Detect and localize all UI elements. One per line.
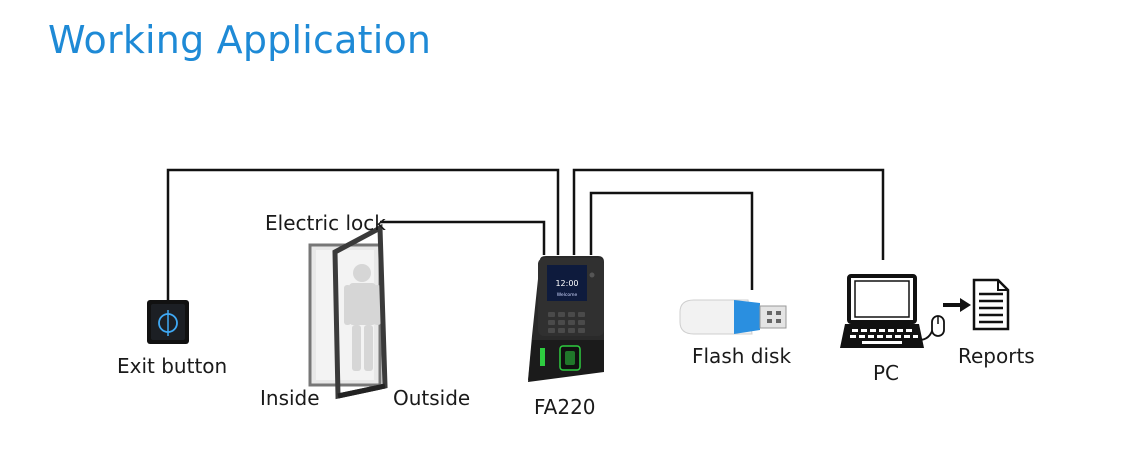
arrow-icon [943, 298, 971, 312]
keypad [548, 312, 585, 333]
label-reports: Reports [958, 344, 1035, 368]
fa220-terminal: 12:00 Welcome [528, 256, 604, 382]
flash-disk-icon [679, 299, 787, 335]
label-outside: Outside [393, 386, 471, 410]
label-fa220: FA220 [534, 395, 596, 419]
wires [166, 168, 885, 300]
device-screen-time: 12:00 [555, 279, 578, 288]
door-illustration [308, 223, 388, 400]
wire-pc [572, 168, 885, 260]
label-inside: Inside [260, 386, 320, 410]
device-screen-message: Welcome [557, 292, 578, 298]
wire-electric-lock [380, 220, 546, 255]
reports-document-icon [972, 278, 1010, 331]
label-electric-lock: Electric lock [265, 211, 386, 235]
label-pc: PC [873, 361, 900, 385]
exit-button-device [147, 300, 189, 344]
person-silhouette [344, 264, 381, 371]
label-exit-button: Exit button [117, 354, 228, 378]
wire-flash-disk [589, 191, 754, 290]
wire-exit-button [166, 168, 560, 300]
pc-icon [840, 274, 945, 348]
label-flash-disk: Flash disk [692, 344, 792, 368]
page-title: Working Application [48, 18, 432, 62]
